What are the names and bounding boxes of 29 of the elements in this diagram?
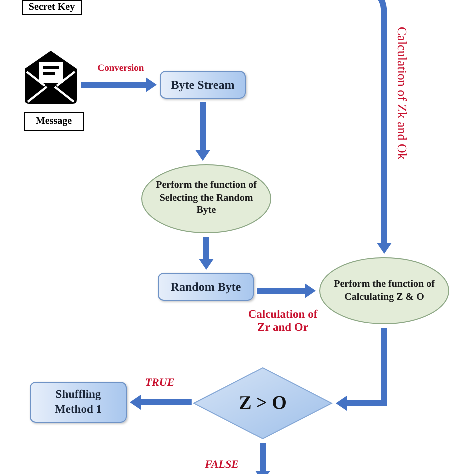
decision-diamond — [193, 367, 333, 440]
node-text: Random Byte — [170, 280, 242, 294]
arrow — [81, 78, 157, 92]
node-text: Byte Stream — [171, 78, 235, 92]
envelope-icon — [24, 50, 78, 105]
process-box — [160, 71, 246, 99]
arrow — [196, 102, 210, 162]
label-box — [22, 0, 82, 15]
node-text: Secret Key — [28, 2, 76, 12]
arrow — [130, 395, 192, 410]
edge-label: Conversion — [96, 63, 146, 76]
label-box — [24, 112, 84, 131]
arrow — [257, 284, 316, 298]
edge-label: Calculation of Zr and Or — [247, 309, 319, 336]
arrow — [336, 328, 388, 411]
edge-label: TRUE — [144, 376, 176, 391]
node-text: Perform the function of Calculating Z & O — [333, 278, 436, 304]
arrow — [199, 237, 214, 270]
process-box — [158, 273, 254, 301]
process-ellipse — [141, 164, 272, 234]
edge-label: FALSE — [204, 458, 240, 473]
arrow — [256, 443, 270, 474]
node-text: Message — [36, 116, 72, 126]
process-box — [30, 382, 127, 423]
process-ellipse — [319, 257, 450, 325]
node-text: Shuffling Method 1 — [54, 388, 103, 418]
node-text: Perform the function of Selecting the Random Byte — [155, 180, 258, 218]
node-text: Z > O — [239, 394, 287, 413]
edge-label: Calculation of Zk and Ok — [396, 27, 409, 160]
